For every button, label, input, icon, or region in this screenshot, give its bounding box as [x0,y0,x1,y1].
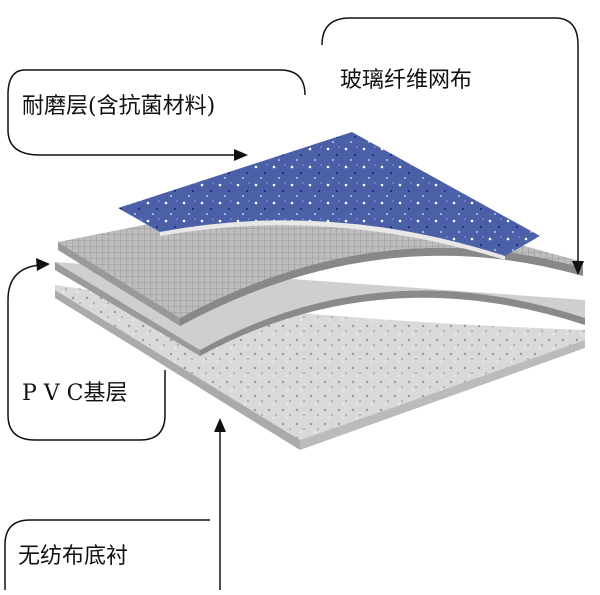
glass-fiber-label: 玻璃纤维网布 [340,68,473,93]
wear-layer [118,132,540,260]
arrow-icon [36,258,50,271]
arrow-icon [214,418,226,432]
wear-layer-callout [7,69,306,156]
nonwoven-callout [4,430,221,590]
callout-lines [4,17,579,590]
arrow-icon [572,261,584,275]
pvc-base-label: P V C基层 [22,381,128,406]
wear-layer-label: 耐磨层(含抗菌材料) [22,94,216,119]
pvc-callout [7,264,166,441]
arrowheads [36,149,584,432]
glass-fiber-callout [321,17,579,265]
arrow-icon [234,149,248,161]
nonwoven-backing-label: 无纺布底衬 [18,544,129,569]
